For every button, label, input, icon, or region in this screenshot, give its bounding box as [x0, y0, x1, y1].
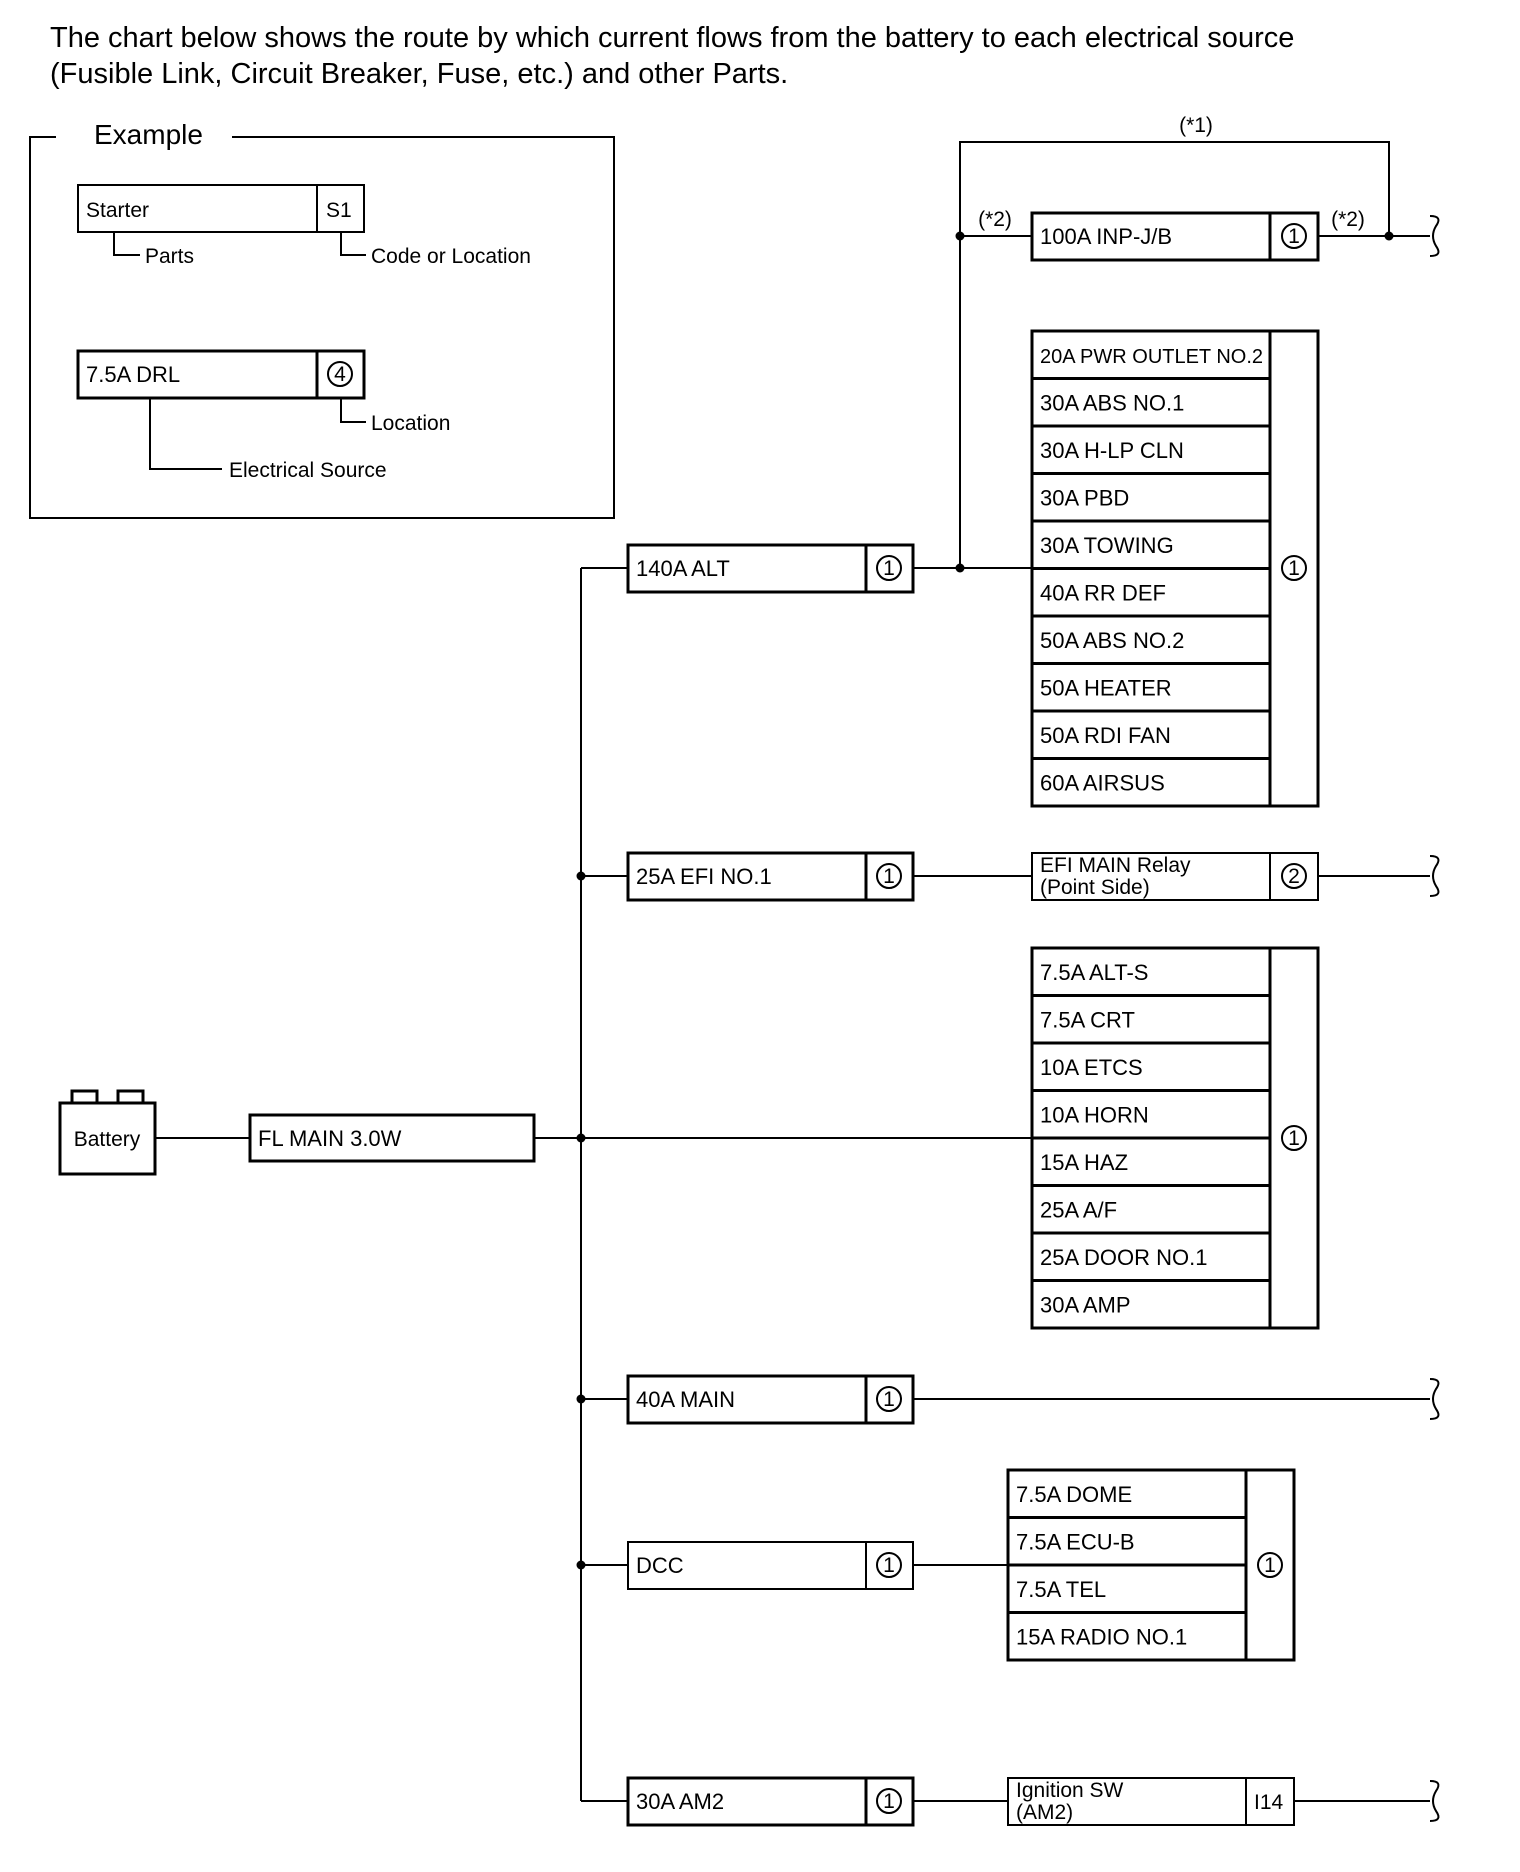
- location-circle: [876, 555, 902, 581]
- fuse-item-label: 7.5A ECU-B: [1016, 1529, 1135, 1554]
- location-circle: [1281, 555, 1307, 581]
- inp-jb-box: [1030, 211, 1320, 262]
- example-source-location: 4: [334, 363, 346, 386]
- example-location-circle: [327, 361, 353, 387]
- fuse-item-label: 30A H-LP CLN: [1040, 438, 1184, 463]
- efi-relay-line1: EFI MAIN Relay: [1040, 854, 1191, 877]
- branch-location: 1: [883, 557, 895, 580]
- intro-line-1: The chart below shows the route by which…: [50, 22, 1295, 54]
- alt-group-location: 1: [1288, 557, 1300, 580]
- location-circle: [876, 1788, 902, 1814]
- ignition-code: I14: [1254, 1791, 1284, 1814]
- example-location-caption: Location: [371, 412, 450, 435]
- branch-location: 1: [883, 1388, 895, 1411]
- example-source-caption: Electrical Source: [229, 459, 387, 482]
- location-circle: [1281, 1125, 1307, 1151]
- continuation-mark-inp: [1429, 215, 1440, 257]
- fuse-item-label: 10A HORN: [1040, 1102, 1149, 1127]
- inp-jb-label: 100A INP-J/B: [1040, 224, 1172, 249]
- fuse-item-label: 20A PWR OUTLET NO.2: [1040, 346, 1263, 368]
- junction-dot: [576, 1133, 586, 1143]
- example-title: Example: [94, 119, 203, 150]
- annotation-star1: (*1): [1179, 114, 1213, 137]
- efi-relay-line2: (Point Side): [1040, 876, 1150, 899]
- fuse-item-label: 30A ABS NO.1: [1040, 390, 1184, 415]
- fuse-item-label: 30A AMP: [1040, 1292, 1131, 1317]
- main-group-location: 1: [1288, 1127, 1300, 1150]
- example-code-caption: Code or Location: [371, 245, 531, 268]
- example-frame: [29, 136, 615, 519]
- annotation-star2-left: (*2): [978, 208, 1012, 231]
- example-part-name: Starter: [86, 199, 149, 222]
- branch-label: 25A EFI NO.1: [636, 864, 772, 889]
- example-source-box: [76, 349, 366, 400]
- branch-location: 1: [883, 1790, 895, 1813]
- efi-relay-location: 2: [1288, 865, 1300, 888]
- fuse-item-label: 15A HAZ: [1040, 1150, 1128, 1175]
- battery-label: Battery: [74, 1128, 141, 1151]
- junction-dot: [576, 1560, 586, 1570]
- fuse-item-label: 60A AIRSUS: [1040, 770, 1165, 795]
- fuse-item-label: 30A PBD: [1040, 485, 1129, 510]
- fuse-item-label: 7.5A CRT: [1040, 1007, 1135, 1032]
- branch-label: DCC: [636, 1553, 684, 1578]
- fuse-item-label: 50A HEATER: [1040, 675, 1172, 700]
- intro-line-2: (Fusible Link, Circuit Breaker, Fuse, et…: [50, 58, 789, 90]
- inp-jb-location: 1: [1288, 225, 1300, 248]
- location-circle: [1281, 223, 1307, 249]
- fuse-item-label: 50A ABS NO.2: [1040, 628, 1184, 653]
- continuation-mark-efi: [1429, 855, 1440, 897]
- fuse-item-label: 7.5A TEL: [1016, 1577, 1106, 1602]
- fuse-item-label: 25A A/F: [1040, 1197, 1117, 1222]
- fuse-item-label: 40A RR DEF: [1040, 580, 1166, 605]
- fuse-item-label: 30A TOWING: [1040, 533, 1174, 558]
- ignition-line2: (AM2): [1016, 1801, 1073, 1824]
- branch-location: 1: [883, 1554, 895, 1577]
- location-circle: [1281, 863, 1307, 889]
- annotation-star2-right: (*2): [1331, 208, 1365, 231]
- fuse-item-label: 7.5A DOME: [1016, 1482, 1132, 1507]
- fuse-item-label: 25A DOOR NO.1: [1040, 1245, 1208, 1270]
- example-parts-caption: Parts: [145, 245, 194, 268]
- junction-dot: [1384, 231, 1394, 241]
- location-circle: [876, 863, 902, 889]
- ignition-line1: Ignition SW: [1016, 1779, 1124, 1802]
- continuation-mark-main: [1429, 1378, 1440, 1420]
- location-circle: [876, 1386, 902, 1412]
- example-part-box: [77, 184, 365, 233]
- branch-location: 1: [883, 865, 895, 888]
- example-part-code: S1: [326, 199, 352, 222]
- branch-label: 30A AM2: [636, 1789, 724, 1814]
- location-circle: [1257, 1552, 1283, 1578]
- intro-text: The chart below shows the route by which…: [50, 20, 1490, 92]
- junction-dot: [576, 871, 586, 881]
- continuation-mark-am2: [1429, 1780, 1440, 1822]
- fuse-item-label: 50A RDI FAN: [1040, 723, 1171, 748]
- example-source-name: 7.5A DRL: [86, 362, 180, 387]
- junction-dot: [576, 1394, 586, 1404]
- main-fuse-label: FL MAIN 3.0W: [258, 1126, 402, 1151]
- fuse-item-label: 7.5A ALT-S: [1040, 960, 1148, 985]
- branch-label: 140A ALT: [636, 556, 730, 581]
- fuse-item-label: 15A RADIO NO.1: [1016, 1624, 1187, 1649]
- junction-dot: [955, 563, 965, 573]
- location-circle: [876, 1552, 902, 1578]
- junction-dot: [955, 231, 965, 241]
- fuse-item-label: 10A ETCS: [1040, 1055, 1143, 1080]
- dcc-group-location: 1: [1264, 1554, 1276, 1577]
- branch-label: 40A MAIN: [636, 1387, 735, 1412]
